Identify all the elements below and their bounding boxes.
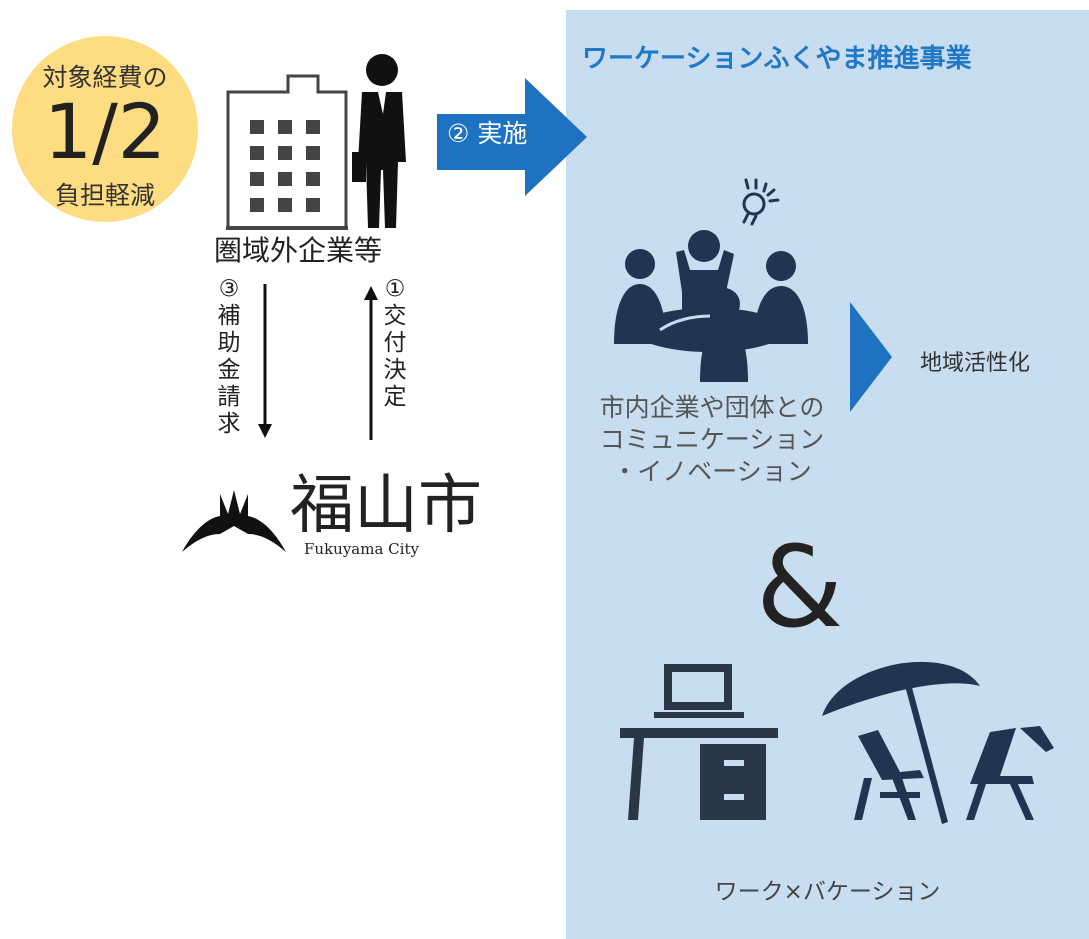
region-label: 地域活性化 — [920, 351, 1031, 376]
badge-top-text: 対象経費の — [42, 63, 168, 92]
community-line-2: コミュニケーション — [599, 425, 825, 454]
workation-label: ワーク×バケーション — [714, 879, 941, 905]
meeting-people-icon — [614, 230, 808, 382]
desk-laptop-icon — [620, 664, 778, 820]
city-name: 福山市 — [290, 469, 482, 543]
implement-label: ② 実施 — [447, 119, 528, 148]
city-name-en: Fukuyama City — [304, 540, 419, 558]
region-arrow — [850, 302, 892, 412]
down-arrow — [258, 284, 272, 438]
step1-number: ① — [384, 276, 406, 302]
project-panel — [566, 10, 1089, 939]
subsidy-badge — [12, 36, 198, 222]
step3-number: ③ — [218, 276, 240, 302]
step3-label: 補助金請求 — [217, 303, 241, 437]
panel-title: ワーケーションふくやま推進事業 — [582, 44, 972, 74]
lightbulb-icon — [742, 178, 780, 226]
community-text: 市内企業や団体との コミュニケーション ・イノベーション — [566, 392, 858, 488]
step1-label: 交付決定 — [383, 303, 407, 410]
beach-chairs-icon — [822, 661, 1054, 824]
community-line-1: 市内企業や団体との — [599, 393, 825, 422]
implement-arrow — [437, 78, 587, 196]
badge-bottom-text: 負担軽減 — [54, 181, 155, 210]
city-logo-icon — [182, 490, 286, 552]
up-arrow — [364, 286, 378, 440]
badge-ratio: 1/2 — [43, 87, 167, 176]
community-line-3: ・イノベーション — [612, 457, 812, 486]
company-label: 圏域外企業等 — [214, 234, 383, 267]
businessman-icon — [352, 54, 406, 228]
office-building-icon — [226, 74, 348, 230]
ampersand: & — [756, 523, 844, 653]
